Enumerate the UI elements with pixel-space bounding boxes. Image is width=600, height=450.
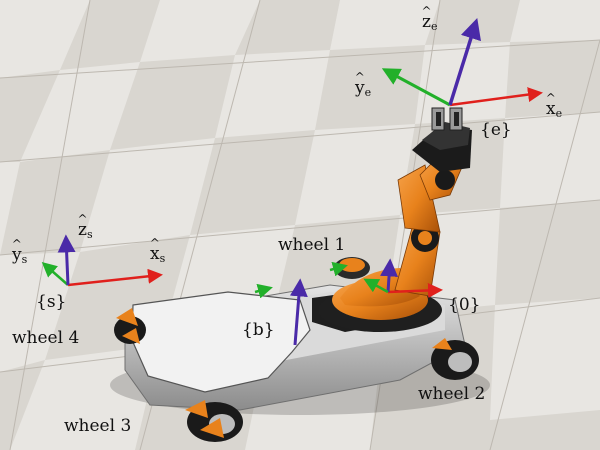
wheel-3-label: wheel 3 (64, 416, 132, 436)
frame-s-axes (41, 234, 163, 287)
frame-e-axes (381, 17, 543, 107)
wheel-3-shape (185, 400, 243, 442)
frame-0-axes (329, 258, 443, 298)
frame-e-label: {e} (480, 120, 512, 140)
frame-b-label: {b} (242, 320, 275, 340)
wheel-4-label: wheel 4 (12, 328, 80, 348)
axis-zs-label: zs (78, 222, 93, 241)
robot-arm (318, 107, 472, 332)
axis-ys-label: ys (12, 247, 27, 266)
wheel-1-label: wheel 1 (278, 235, 346, 255)
frame-s-label: {s} (36, 292, 67, 312)
axis-xe-label: xe (546, 101, 562, 120)
axis-ze-label: ze (422, 14, 437, 33)
wheel-2-shape (431, 338, 479, 380)
wheel-4-shape (114, 308, 146, 344)
wheel-2-label: wheel 2 (418, 384, 486, 404)
frame-0-label: {0} (448, 295, 481, 315)
axis-xs-label: xs (150, 246, 165, 265)
axis-ye-label: ye (355, 80, 371, 99)
frame-b-axes (254, 278, 308, 346)
